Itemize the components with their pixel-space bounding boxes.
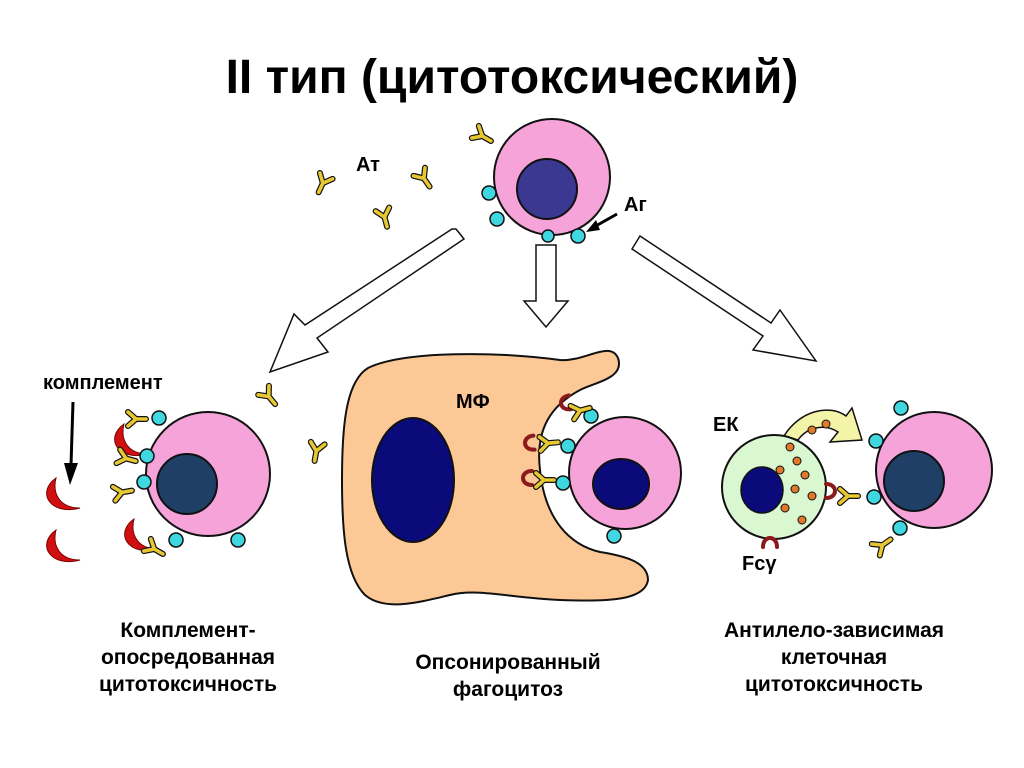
caption-left-line-1: Комплемент-: [120, 619, 255, 642]
antigen-icon: [541, 229, 555, 243]
caption-complement-mediated: Комплемент- опосредованная цитотоксичнос…: [99, 619, 277, 696]
antigen-icon: [866, 489, 882, 505]
antigen-icon: [230, 532, 246, 548]
free-antibodies: [312, 126, 494, 229]
antibody-icon: [539, 435, 558, 451]
nk-cell-nucleus: [740, 466, 784, 514]
caption-adcc: Антилело-зависимая клеточная цитотоксичн…: [724, 619, 944, 696]
caption-right-line-1: Антилело-зависимая: [724, 619, 944, 642]
antibody-icon: [472, 126, 495, 147]
antigen-icon: [136, 474, 152, 490]
complement-icon: [46, 477, 81, 511]
antibody-icon: [144, 539, 167, 560]
caption-center-line-1: Опсонированный: [415, 651, 600, 674]
antibody-label: Ат: [356, 154, 380, 176]
caption-left-line-2: опосредованная: [101, 646, 275, 669]
caption-right-line-3: цитотоксичность: [745, 673, 923, 696]
antigen-icon: [168, 532, 184, 548]
fc-receptor-icon: [824, 482, 837, 500]
caption-right-line-2: клеточная: [781, 646, 887, 669]
antigen-label: Аг: [624, 194, 647, 216]
antibody-icon: [872, 534, 895, 556]
antigen-icon: [555, 475, 571, 491]
arrow-to-phagocytosis: [522, 244, 570, 329]
antigen-pointer-arrow: [586, 212, 618, 232]
caption-left-line-3: цитотоксичность: [99, 673, 277, 696]
center-target-cell: [555, 408, 682, 544]
antibody-icon: [258, 386, 280, 409]
nk-granules: [775, 419, 831, 525]
macrophage-nucleus: [371, 417, 455, 543]
antigen-icon: [892, 520, 908, 536]
antibody-icon: [414, 168, 436, 191]
antigen-icon: [606, 528, 622, 544]
complement-label: комплемент: [43, 372, 163, 394]
diagram-title: II тип (цитотоксический): [226, 51, 799, 104]
target-cell-nucleus: [883, 450, 945, 512]
antigen-icon: [151, 410, 167, 426]
antibody-icon: [376, 208, 394, 229]
antibody-icon: [840, 489, 858, 503]
antigen-icon: [481, 185, 497, 201]
macrophage-label: МФ: [456, 391, 490, 413]
fc-receptor-label: Fcγ: [742, 553, 777, 575]
complement-molecules: [46, 423, 159, 563]
caption-center-line-2: фагоцитоз: [453, 678, 563, 701]
arrow-to-adcc: [630, 234, 818, 363]
target-cell-nucleus: [156, 453, 218, 515]
antibody-icon: [128, 412, 146, 426]
antibody-icon: [312, 173, 332, 195]
left-target-cell: [136, 410, 271, 548]
nk-cell-label: ЕК: [713, 414, 739, 436]
complement-pointer-arrow: [64, 401, 78, 485]
right-target-cell: [866, 400, 993, 536]
complement-icon: [46, 529, 81, 563]
antibody-icon: [308, 442, 325, 462]
antigen-icon: [893, 400, 909, 416]
caption-opsonized-phagocytosis: Опсонированный фагоцитоз: [415, 651, 600, 701]
top-target-cell: [481, 118, 611, 244]
nk-cell: [721, 419, 831, 540]
antigen-icon: [868, 433, 884, 449]
antibody-icon: [113, 484, 133, 501]
antigen-icon: [560, 438, 576, 454]
antigen-icon: [489, 211, 505, 227]
antigen-icon: [139, 448, 155, 464]
antigen-icon: [570, 228, 586, 244]
arrow-to-complement: [268, 228, 466, 374]
fc-receptor-icon: [761, 536, 779, 549]
target-cell-nucleus: [592, 458, 650, 510]
target-cell-nucleus: [516, 158, 578, 220]
